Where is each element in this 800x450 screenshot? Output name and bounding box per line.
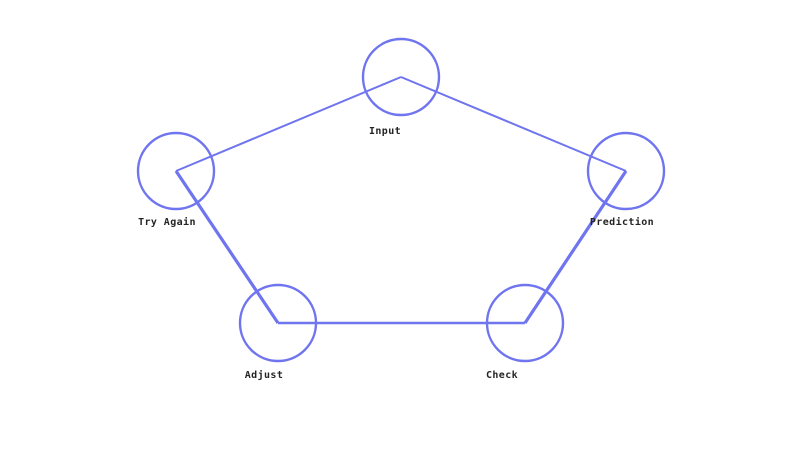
edges-layer bbox=[174, 76, 628, 325]
node-input[interactable] bbox=[361, 37, 441, 117]
node-label-input: Input bbox=[369, 126, 401, 137]
nodes-layer bbox=[136, 37, 666, 363]
node-check[interactable] bbox=[485, 283, 565, 363]
node-label-try_again: Try Again bbox=[138, 216, 196, 228]
node-adjust[interactable] bbox=[238, 283, 318, 363]
node-label-check: Check bbox=[486, 370, 518, 381]
edge-try_again-input bbox=[175, 76, 402, 172]
node-label-prediction: Prediction bbox=[590, 216, 654, 228]
edge-input-prediction bbox=[400, 76, 627, 172]
node-try_again[interactable] bbox=[136, 131, 216, 211]
edge-prediction-check bbox=[523, 170, 628, 324]
node-prediction[interactable] bbox=[586, 131, 666, 211]
node-label-adjust: Adjust bbox=[245, 369, 284, 381]
edge-adjust-try_again bbox=[174, 170, 280, 324]
